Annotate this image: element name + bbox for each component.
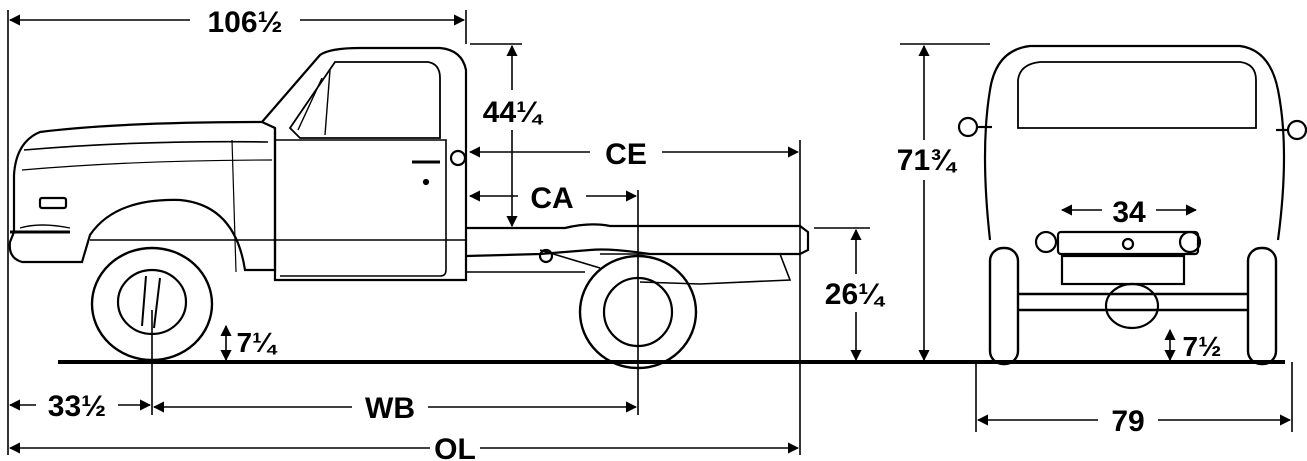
label-rear-ground-clearance: 7½	[1183, 331, 1222, 362]
rear-right-tire	[1246, 246, 1278, 366]
label-overall-length: OL	[434, 433, 476, 461]
label-cab-height: 44¼	[483, 96, 544, 129]
right-mirror	[1286, 119, 1307, 141]
cab-door	[275, 139, 447, 277]
hood-and-fender	[8, 120, 277, 272]
dimension-lines	[7, 10, 1293, 455]
differential	[1104, 282, 1160, 330]
label-front-ground-clearance: 7¼	[237, 327, 279, 358]
label-frame-width: 34	[1112, 196, 1146, 229]
left-mirror	[957, 116, 979, 138]
front-marker-light	[38, 196, 68, 210]
cab-marker-light	[449, 149, 467, 167]
rear-window	[1017, 61, 1257, 129]
label-overall-height: 71¾	[897, 144, 958, 177]
label-wheelbase: WB	[365, 392, 415, 425]
label-overall-width: 79	[1111, 405, 1144, 438]
rear-cab-outline	[983, 44, 1286, 241]
rear-bumper	[1056, 230, 1200, 256]
right-tail-light	[1178, 230, 1202, 254]
side-view-truck	[8, 46, 1285, 370]
cab-window	[288, 61, 441, 139]
label-frame-height: 26¼	[825, 278, 886, 311]
label-overall-cab-length: 106½	[207, 6, 282, 39]
label-cab-to-axle: CA	[530, 182, 573, 215]
chassis-frame	[465, 223, 810, 258]
label-front-overhang: 33½	[48, 390, 106, 423]
cab-body	[261, 46, 468, 282]
left-tail-light	[1034, 230, 1058, 254]
label-cab-to-end: CE	[605, 138, 647, 171]
rear-view-truck	[957, 44, 1307, 366]
rear-left-tire	[988, 246, 1020, 366]
rear-axle	[1018, 292, 1248, 312]
